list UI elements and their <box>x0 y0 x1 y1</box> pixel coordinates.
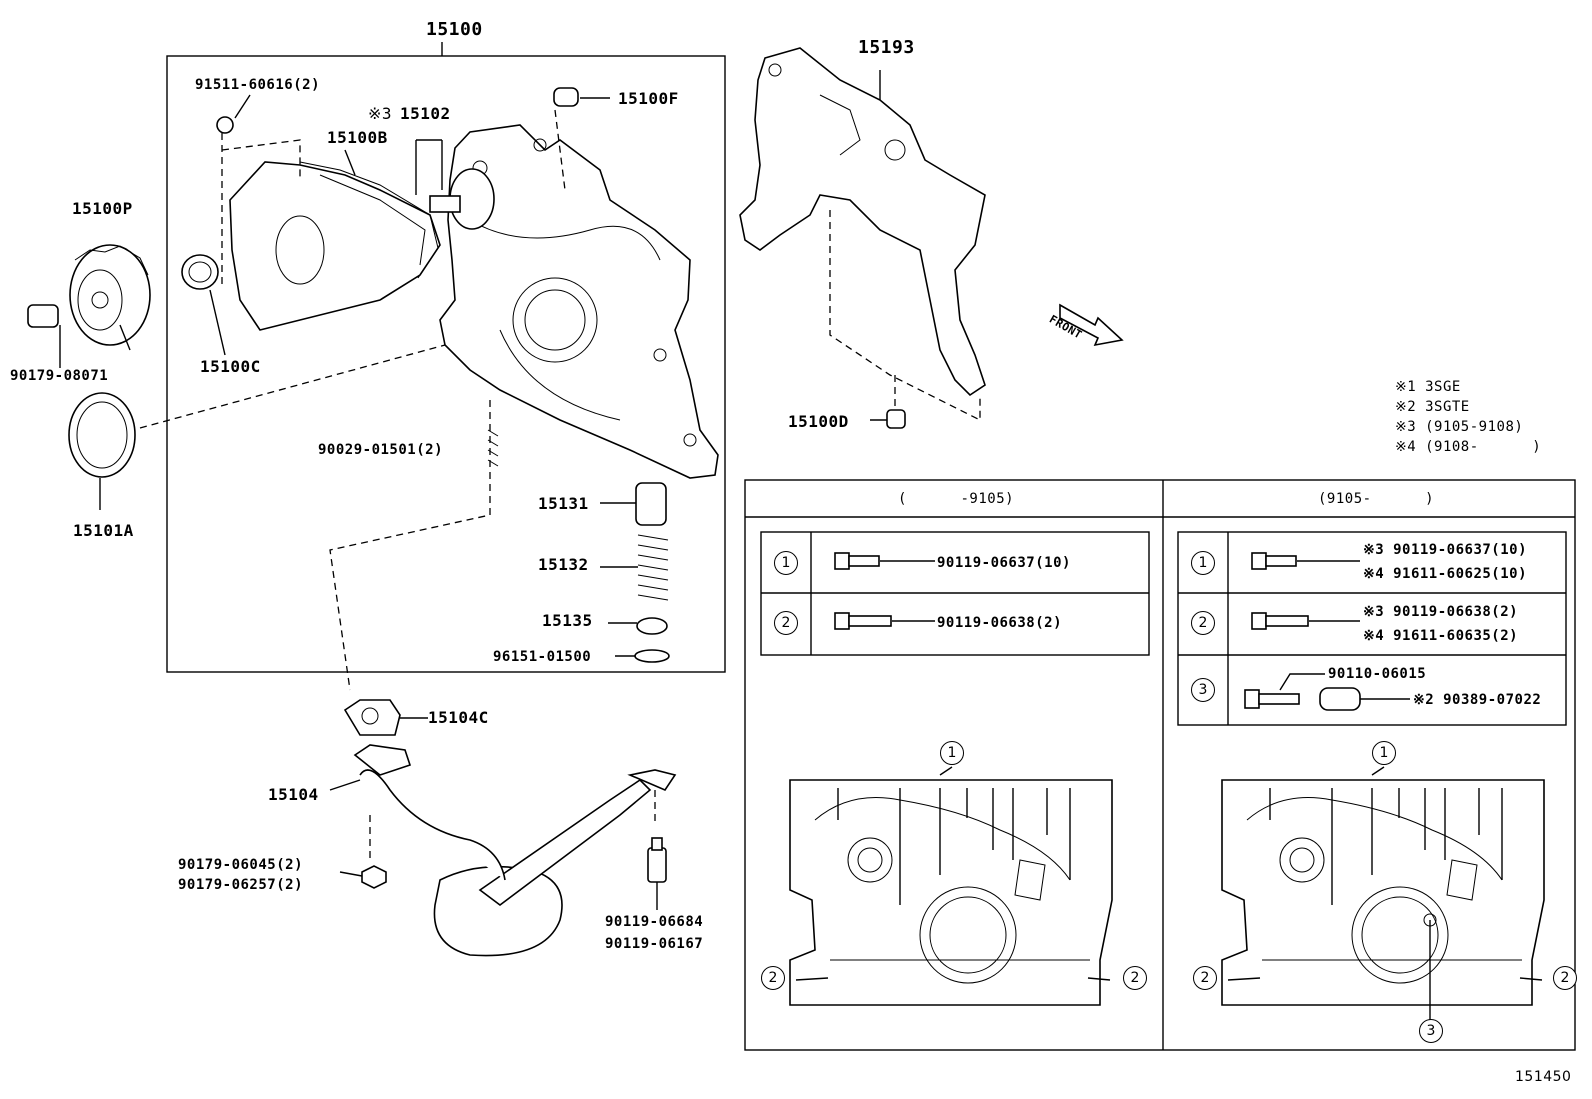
table-bolt-icons <box>834 552 1410 711</box>
seal-15101A-drawing <box>68 392 136 510</box>
label-96151-01500: 96151-01500 <box>493 649 592 665</box>
figure-id: 151450 <box>1515 1069 1572 1085</box>
right-row-3-b: ※2 90389-07022 <box>1413 692 1542 708</box>
front-arrow-icon <box>1059 303 1124 347</box>
right-row-number-3: 3 <box>1191 678 1215 702</box>
label-15131: 15131 <box>538 494 589 513</box>
label-15100P: 15100P <box>72 199 133 218</box>
pin-15100D-drawing <box>886 409 906 429</box>
plug-15100F-drawing <box>553 87 579 107</box>
label-15193: 15193 <box>858 37 915 58</box>
right-row-3-a: 90110-06015 <box>1328 666 1427 682</box>
label-90179-06257: 90179-06257(2) <box>178 877 304 893</box>
callout-2-right-b: 2 <box>1553 966 1577 990</box>
right-row-1-b: ※4 91611-60625(10) <box>1363 566 1528 582</box>
label-15100D: 15100D <box>788 412 849 431</box>
label-15100: 15100 <box>426 19 483 40</box>
label-90119-06167: 90119-06167 <box>605 936 704 952</box>
engine-view-left-drawing <box>789 766 1113 1006</box>
bolt-91511-drawing <box>216 116 234 134</box>
right-row-number-2: 2 <box>1191 611 1215 635</box>
nut-90179-06045-drawing <box>361 865 387 889</box>
label-15101A: 15101A <box>73 521 134 540</box>
label-91511-60616: 91511-60616(2) <box>195 77 321 93</box>
left-row-1-part: 90119-06637(10) <box>937 555 1071 571</box>
left-row-2-part: 90119-06638(2) <box>937 615 1063 631</box>
bolt-table-frame <box>744 479 1576 1051</box>
nut-90179-08071-drawing <box>27 304 61 368</box>
note-3: ※3 (9105-9108) <box>1395 419 1524 435</box>
engine-view-right-drawing <box>1221 766 1545 1020</box>
right-row-1-a: ※3 90119-06637(10) <box>1363 542 1528 558</box>
label-15104C: 15104C <box>428 708 489 727</box>
table-left-header: ( -9105) <box>898 491 1015 507</box>
spring-15132-drawing <box>637 534 669 601</box>
callout-2-right-a: 2 <box>1193 966 1217 990</box>
label-15102: 15102 <box>400 104 451 123</box>
callout-1-right: 1 <box>1372 741 1396 765</box>
callout-3-right: 3 <box>1419 1019 1443 1043</box>
right-row-number-1: 1 <box>1191 551 1215 575</box>
strainer-15104-drawing <box>353 744 677 957</box>
label-90029-01501: 90029-01501(2) <box>318 442 444 458</box>
gasket-15193-drawing <box>739 47 986 397</box>
right-row-2-a: ※3 90119-06638(2) <box>1363 604 1519 620</box>
row-number-1: 1 <box>774 551 798 575</box>
right-row-2-b: ※4 91611-60635(2) <box>1363 628 1519 644</box>
label-15102-mark: ※3 <box>368 104 393 123</box>
note-1: ※1 3SGE <box>1395 379 1461 395</box>
main-group-box <box>166 55 726 673</box>
callout-1-left: 1 <box>940 741 964 765</box>
table-right-header: (9105- ) <box>1318 491 1435 507</box>
note-2: ※2 3SGTE <box>1395 399 1470 415</box>
label-90179-08071: 90179-08071 <box>10 368 109 384</box>
pulley-15100P-drawing <box>69 244 151 346</box>
pin-90029-drawing <box>487 429 499 467</box>
label-15100F: 15100F <box>618 89 679 108</box>
label-15100C: 15100C <box>200 357 261 376</box>
callout-2-left-b: 2 <box>1123 966 1147 990</box>
bolt-90119-06684-drawing <box>647 837 667 883</box>
oil-pump-body-drawing <box>229 124 719 479</box>
label-15132: 15132 <box>538 555 589 574</box>
ring-15100C-drawing <box>181 254 226 356</box>
label-15100B: 15100B <box>327 128 388 147</box>
label-90119-06684: 90119-06684 <box>605 914 704 930</box>
callout-2-left-a: 2 <box>761 966 785 990</box>
row-number-2: 2 <box>774 611 798 635</box>
label-15104: 15104 <box>268 785 319 804</box>
label-15135: 15135 <box>542 611 593 630</box>
label-90179-06045: 90179-06045(2) <box>178 857 304 873</box>
valve-15131-drawing <box>635 482 667 526</box>
seat-15135-drawing <box>636 617 668 635</box>
note-4: ※4 (9108- ) <box>1395 439 1542 455</box>
gasket-15104C-drawing <box>343 699 401 736</box>
clip-96151-drawing <box>634 649 670 663</box>
